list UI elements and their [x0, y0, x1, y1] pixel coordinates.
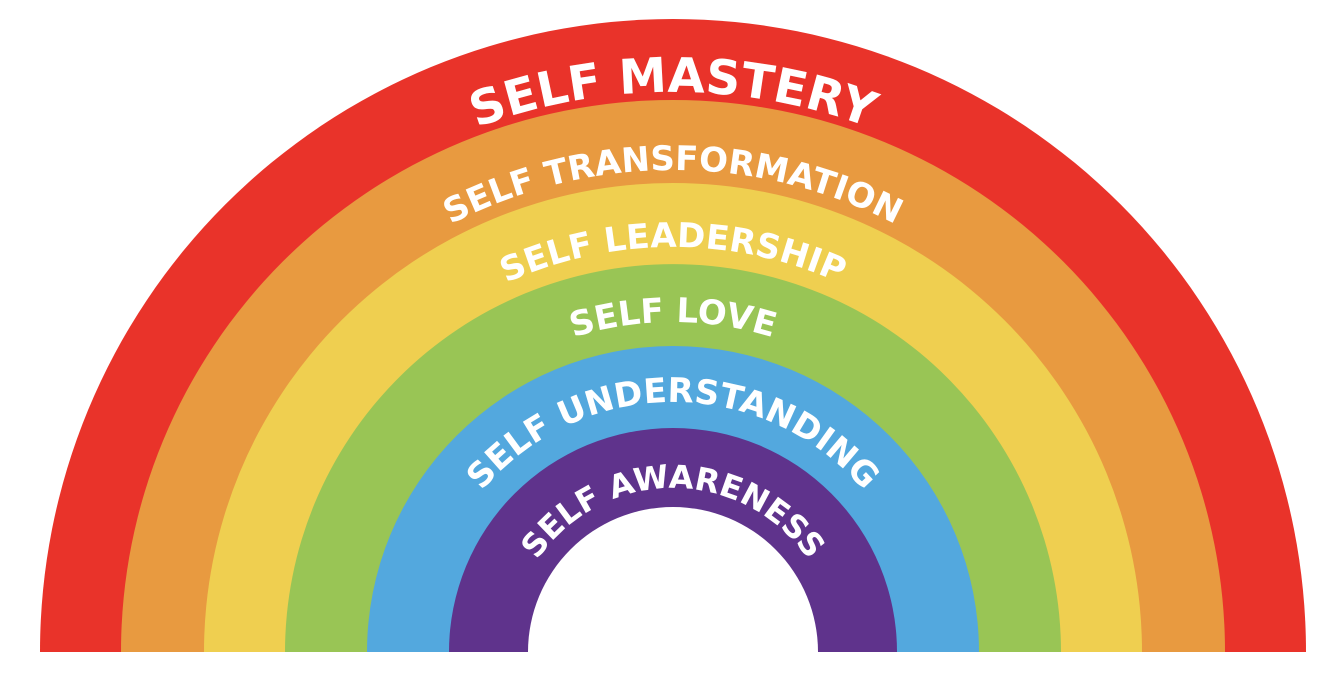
- rainbow-bands: [40, 19, 1306, 652]
- center-hole: [528, 507, 818, 652]
